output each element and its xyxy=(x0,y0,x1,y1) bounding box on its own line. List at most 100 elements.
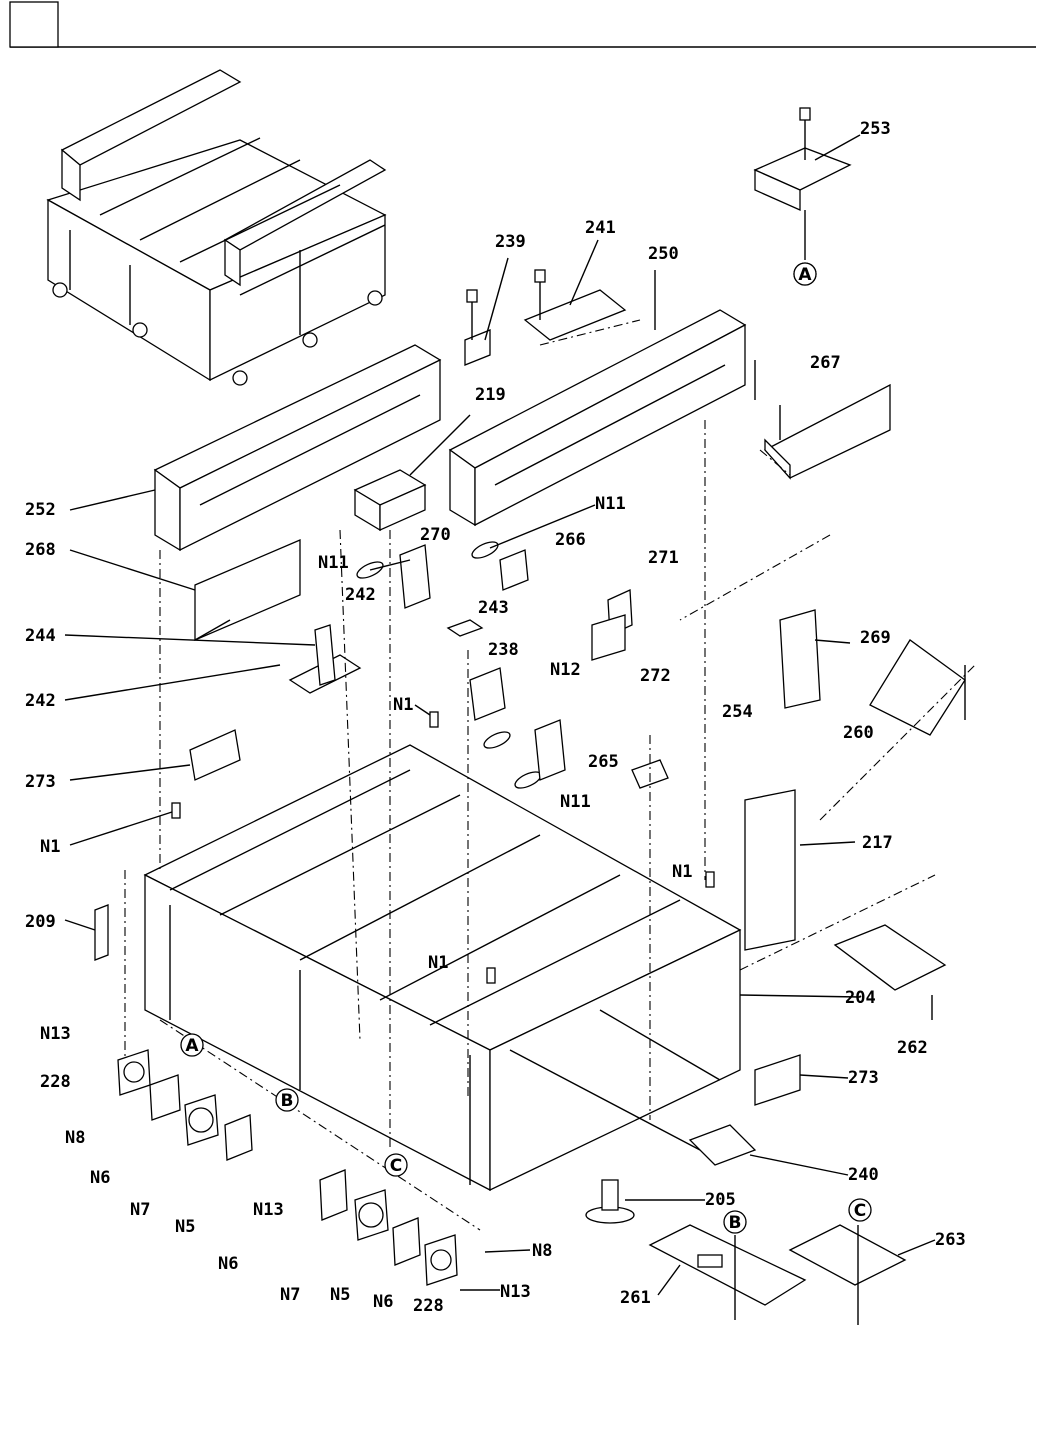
label-N6-c: N6 xyxy=(373,1292,393,1312)
label-261: 261 xyxy=(620,1288,651,1308)
label-N1-b: N1 xyxy=(40,837,60,857)
callout-A-frame: A xyxy=(181,1034,203,1056)
part-243-plate xyxy=(448,620,482,636)
label-273-a: 273 xyxy=(25,772,56,792)
label-N6-b: N6 xyxy=(218,1254,238,1274)
label-263: 263 xyxy=(935,1230,966,1250)
label-242-a: 242 xyxy=(345,585,376,605)
plate-N6-d xyxy=(393,1218,420,1265)
svg-text:C: C xyxy=(390,1156,402,1176)
label-271: 271 xyxy=(648,548,679,568)
label-269: 269 xyxy=(860,628,891,648)
label-N5-a: N5 xyxy=(175,1217,195,1237)
label-239: 239 xyxy=(495,232,526,252)
fan-N5-right xyxy=(355,1190,388,1240)
assembled-machine-view xyxy=(48,70,385,385)
part-263-plate xyxy=(790,1225,905,1325)
label-260: 260 xyxy=(843,723,874,743)
spring-N12 xyxy=(482,729,512,752)
label-250: 250 xyxy=(648,244,679,264)
label-N6-a: N6 xyxy=(90,1168,110,1188)
callout-C-frame: C xyxy=(385,1154,407,1176)
plate-N6-c xyxy=(320,1170,347,1220)
part-241-plate xyxy=(525,240,625,340)
part-265-plate xyxy=(535,720,565,780)
label-N13-c: N13 xyxy=(500,1282,531,1302)
part-270-plate xyxy=(400,545,430,608)
label-217: 217 xyxy=(862,833,893,853)
label-N11-c: N11 xyxy=(560,792,591,812)
callout-B-frame: B xyxy=(276,1089,298,1111)
label-N5-b: N5 xyxy=(330,1285,350,1305)
part-253-bracket xyxy=(755,108,860,285)
label-228-a: 228 xyxy=(40,1072,71,1092)
part-267-bracket xyxy=(755,360,890,478)
label-252: 252 xyxy=(25,500,56,520)
label-204: 204 xyxy=(845,988,876,1008)
label-N1-c: N1 xyxy=(672,862,692,882)
label-N1-d: N1 xyxy=(428,953,448,973)
part-244-bracket xyxy=(290,625,360,693)
label-N7-b: N7 xyxy=(280,1285,300,1305)
label-N11-a: N11 xyxy=(595,494,626,514)
part-260-bracket xyxy=(870,640,965,735)
label-238: 238 xyxy=(488,640,519,660)
label-N13-b: N13 xyxy=(253,1200,284,1220)
plate-N6-b xyxy=(225,1115,252,1160)
label-243: 243 xyxy=(478,598,509,618)
svg-text:B: B xyxy=(729,1213,742,1233)
label-266: 266 xyxy=(555,530,586,550)
part-273-bracket-right xyxy=(755,1055,800,1105)
label-N8-a: N8 xyxy=(65,1128,85,1148)
part-261-plate xyxy=(650,1225,805,1320)
part-240-bracket xyxy=(690,1125,755,1165)
pin-N1-left xyxy=(172,803,180,818)
svg-text:A: A xyxy=(798,265,812,285)
label-262: 262 xyxy=(897,1038,928,1058)
part-271-272-bracket xyxy=(592,590,632,660)
callout-C-plate: C xyxy=(849,1199,871,1221)
label-267: 267 xyxy=(810,353,841,373)
svg-text:A: A xyxy=(185,1036,199,1056)
label-N11-b: N11 xyxy=(318,553,349,573)
label-242-b: 242 xyxy=(25,691,56,711)
fan-N5-left xyxy=(185,1095,218,1145)
label-205: 205 xyxy=(705,1190,736,1210)
callout-B-plate: B xyxy=(724,1211,746,1233)
part-205-foot xyxy=(586,1180,634,1223)
label-272: 272 xyxy=(640,666,671,686)
pin-N1-right xyxy=(706,872,714,887)
label-244: 244 xyxy=(25,626,56,646)
part-209-bracket xyxy=(95,905,108,960)
label-253: 253 xyxy=(860,119,891,139)
part-268-plate xyxy=(195,540,300,640)
label-N8-b: N8 xyxy=(532,1241,552,1261)
label-273-b: 273 xyxy=(848,1068,879,1088)
label-219: 219 xyxy=(475,385,506,405)
label-N7-a: N7 xyxy=(130,1200,150,1220)
callout-A-top: A xyxy=(794,263,816,285)
pin-N1-center xyxy=(487,968,495,983)
label-240: 240 xyxy=(848,1165,879,1185)
part-266-block xyxy=(500,550,528,590)
svg-text:B: B xyxy=(281,1091,294,1111)
plate-N6-a xyxy=(150,1075,180,1120)
label-254: 254 xyxy=(722,702,753,722)
label-209: 209 xyxy=(25,912,56,932)
label-270: 270 xyxy=(420,525,451,545)
label-N12: N12 xyxy=(550,660,581,680)
label-265: 265 xyxy=(588,752,619,772)
label-N1-a: N1 xyxy=(393,695,413,715)
part-238-plate xyxy=(470,668,505,720)
part-228-housing-right xyxy=(425,1235,457,1285)
label-N13-a: N13 xyxy=(40,1024,71,1044)
svg-text:C: C xyxy=(854,1201,866,1221)
part-228-housing-left xyxy=(118,1050,150,1095)
part-273-bracket-left xyxy=(190,730,240,780)
label-241: 241 xyxy=(585,218,616,238)
spring-N11-b xyxy=(470,539,500,562)
part-269-plate xyxy=(780,610,820,708)
pin-N1-upper xyxy=(430,712,438,727)
